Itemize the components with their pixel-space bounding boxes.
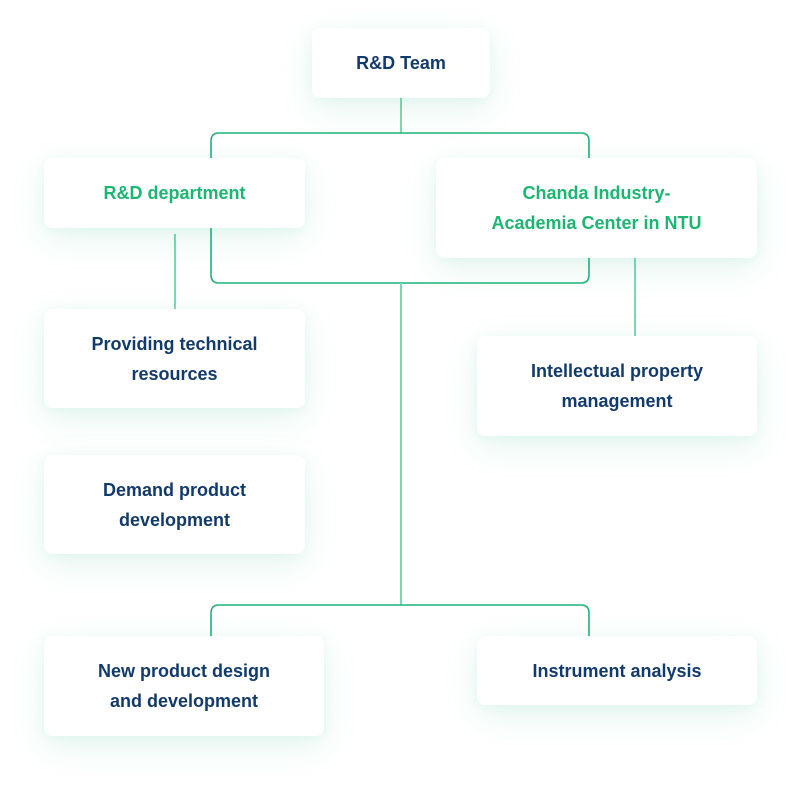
node-label-line-1: Providing technical xyxy=(91,333,258,354)
node-providing-technical-resources[interactable]: Providing technical resources xyxy=(44,309,305,408)
node-label: R&D Team xyxy=(356,53,446,73)
node-label-line-1: Demand product xyxy=(102,479,246,500)
node-demand-product-development[interactable]: Demand product development xyxy=(44,455,305,554)
node-instrument-analysis[interactable]: Instrument analysis xyxy=(477,636,757,705)
node-label-line-1: Chanda Industry- xyxy=(522,183,671,203)
node-rd-department[interactable]: R&D department xyxy=(44,158,305,228)
node-intellectual-property-management[interactable]: Intellectual property management xyxy=(477,336,757,436)
node-chanda-center[interactable]: Chanda Industry- Academia Center in NTU xyxy=(436,158,757,258)
node-label-line-2: management xyxy=(561,391,673,411)
node-label-line-2: resources xyxy=(131,363,218,384)
node-label: R&D department xyxy=(103,183,246,203)
top-branch-connector xyxy=(210,132,590,158)
node-label: Instrument analysis xyxy=(532,660,702,681)
bottom-branch-connector xyxy=(210,604,590,636)
node-new-product-design[interactable]: New product design and development xyxy=(44,636,324,736)
node-label-line-2: development xyxy=(118,509,231,530)
node-label-line-2: Academia Center in NTU xyxy=(491,213,702,233)
node-label-line-1: New product design xyxy=(97,661,270,681)
node-rd-team[interactable]: R&D Team xyxy=(312,28,490,98)
node-label-line-1: Intellectual property xyxy=(530,361,704,381)
node-label-line-2: and development xyxy=(109,691,259,711)
